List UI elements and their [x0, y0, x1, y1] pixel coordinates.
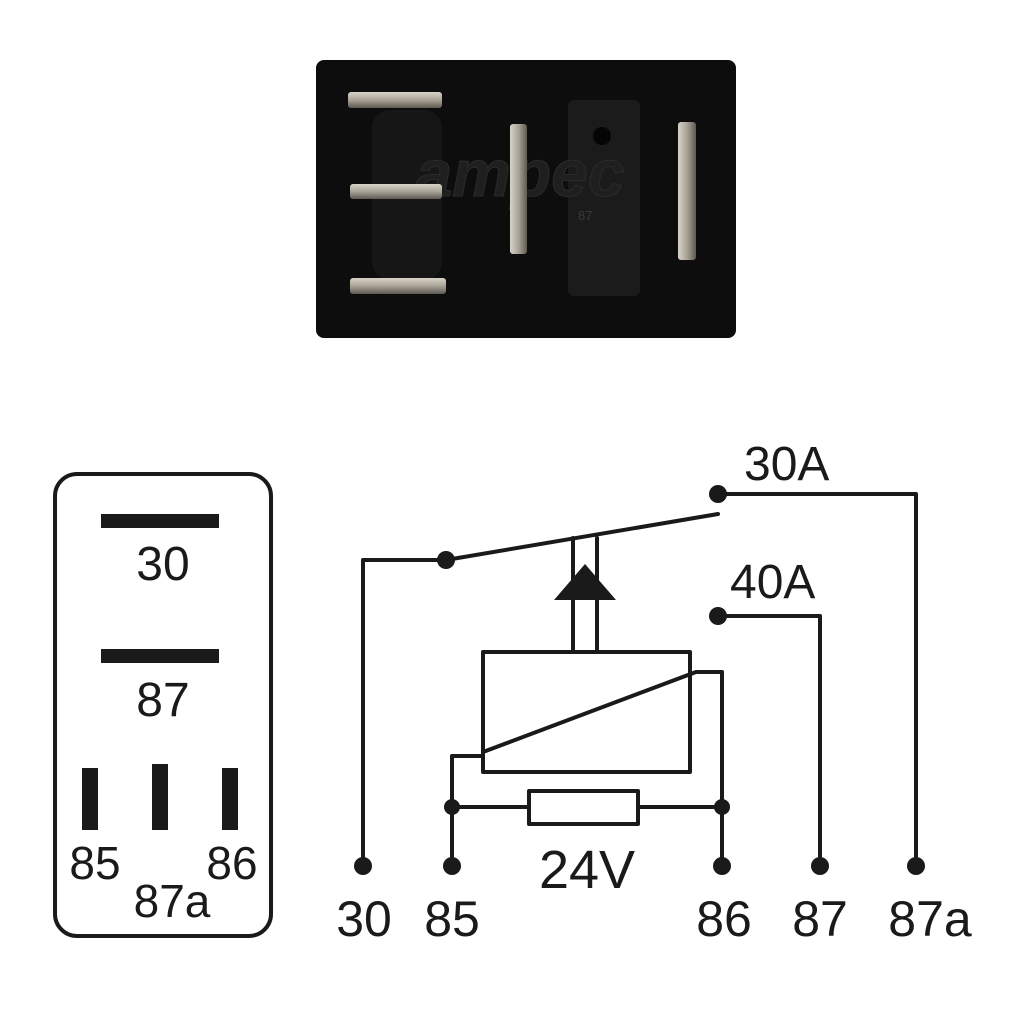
- wire-87: [716, 614, 822, 868]
- wire-30: [361, 558, 448, 868]
- terminal-86-label: 86: [696, 891, 752, 947]
- relay-pin-marking: 87: [578, 208, 592, 223]
- no-contact-dot: [709, 607, 727, 625]
- wire-87a: [716, 492, 918, 868]
- terminal-87-label: 87: [792, 891, 848, 947]
- nc-contact-dot: [709, 485, 727, 503]
- junction-85: [444, 799, 460, 815]
- junction-86: [714, 799, 730, 815]
- terminal-87-dot: [811, 857, 829, 875]
- schematic-diagram: [361, 492, 918, 868]
- relay-pin-30: [678, 122, 696, 260]
- pinout-outline: [53, 472, 273, 938]
- relay-photo: ampec 87: [316, 60, 736, 338]
- pin86-label: 86: [206, 837, 257, 889]
- relay-pin-bottom: [350, 278, 446, 294]
- relay-socket-recess: [568, 100, 640, 296]
- pin86-blade: [222, 768, 238, 830]
- pin85-label: 85: [69, 837, 120, 889]
- pin30-blade: [101, 514, 219, 528]
- relay-socket-hole: [593, 127, 611, 145]
- terminal-85-label: 85: [424, 891, 480, 947]
- pin85-blade: [82, 768, 98, 830]
- rating-30a: 30A: [744, 438, 829, 491]
- pin87a-label: 87a: [134, 875, 211, 927]
- wire-85: [450, 754, 485, 868]
- coil-winding: [481, 670, 724, 868]
- terminal-30-label: 30: [336, 891, 392, 947]
- terminal-85-dot: [443, 857, 461, 875]
- terminal-86-dot: [713, 857, 731, 875]
- relay-pin-middle: [350, 184, 442, 199]
- coil-voltage: 24V: [539, 840, 635, 900]
- terminal-87a-label: 87a: [888, 891, 972, 947]
- terminal-30-dot: [354, 857, 372, 875]
- schematic-labels: 30A 40A 24V 30 85 86 87 87a: [336, 438, 972, 947]
- coil-box: [481, 650, 692, 774]
- pin30-label: 30: [136, 538, 189, 591]
- relay-pin-87: [510, 124, 527, 254]
- switch-arm: [444, 512, 720, 562]
- pin87-label: 87: [136, 674, 189, 727]
- common-contact-dot: [437, 551, 455, 569]
- plunger-arrow: [554, 564, 616, 600]
- terminal-87a-dot: [907, 857, 925, 875]
- relay-pin-top: [348, 92, 442, 108]
- schematic-nodes: [354, 485, 925, 875]
- resistor: [527, 789, 640, 826]
- pin87-blade: [101, 649, 219, 663]
- pinout-diagram: 30 87 85 87a 86: [53, 472, 273, 938]
- pin87a-blade: [152, 764, 168, 830]
- rating-40a: 40A: [730, 556, 815, 609]
